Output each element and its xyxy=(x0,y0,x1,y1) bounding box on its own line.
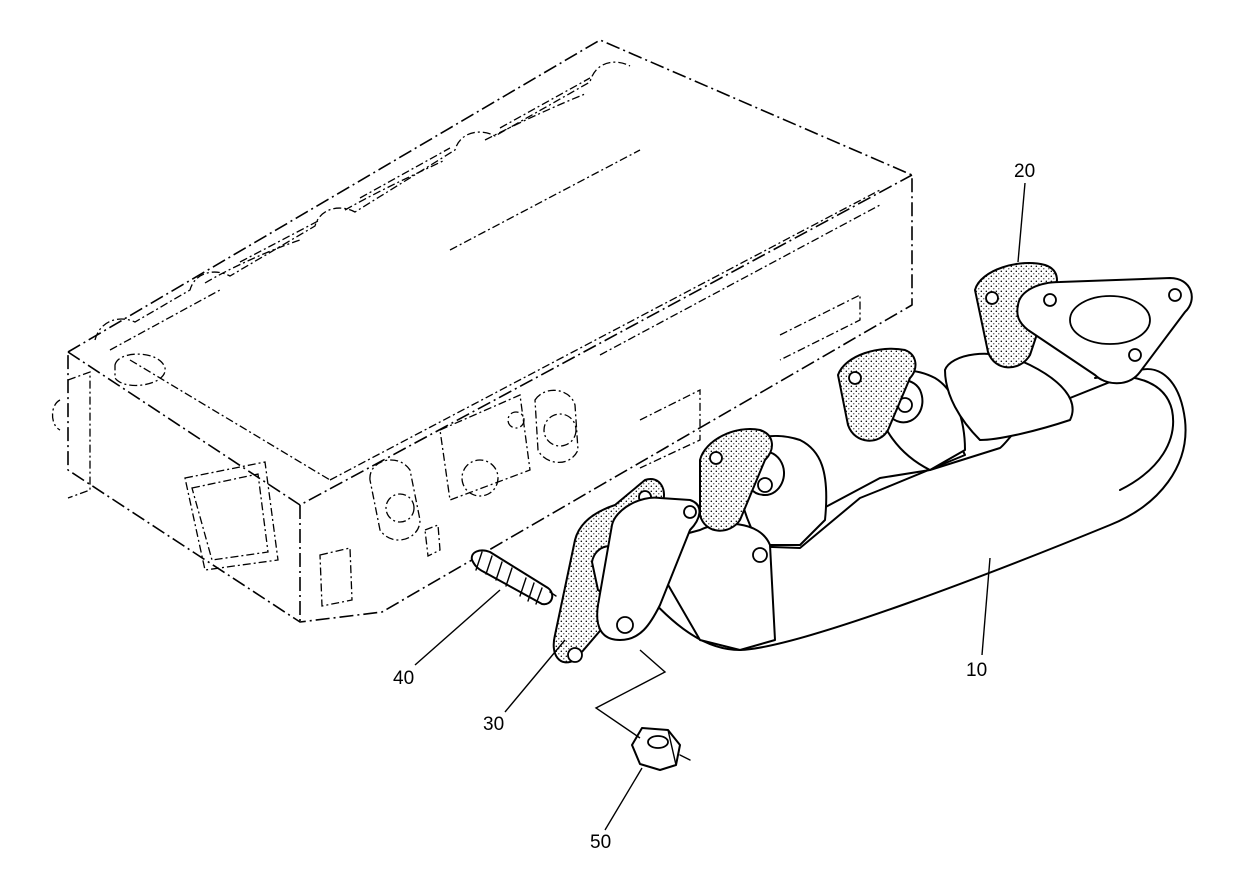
callout-50: 50 xyxy=(590,832,611,853)
leader-line-10 xyxy=(981,557,991,656)
callout-10: 10 xyxy=(966,660,987,681)
cylinder-head xyxy=(51,39,913,623)
leader-line-50 xyxy=(604,767,643,831)
callout-20: 20 xyxy=(1014,161,1035,182)
stud-bolt xyxy=(470,549,557,606)
leader-line-30 xyxy=(504,639,566,713)
callout-30: 30 xyxy=(483,714,504,735)
leader-line-40 xyxy=(414,589,501,666)
assembly-path-line xyxy=(594,649,667,739)
outlet-flange xyxy=(1016,277,1193,385)
front-flange xyxy=(596,496,701,641)
hex-nut xyxy=(631,727,691,771)
leader-line-20 xyxy=(1017,182,1026,263)
callout-40: 40 xyxy=(393,668,414,689)
